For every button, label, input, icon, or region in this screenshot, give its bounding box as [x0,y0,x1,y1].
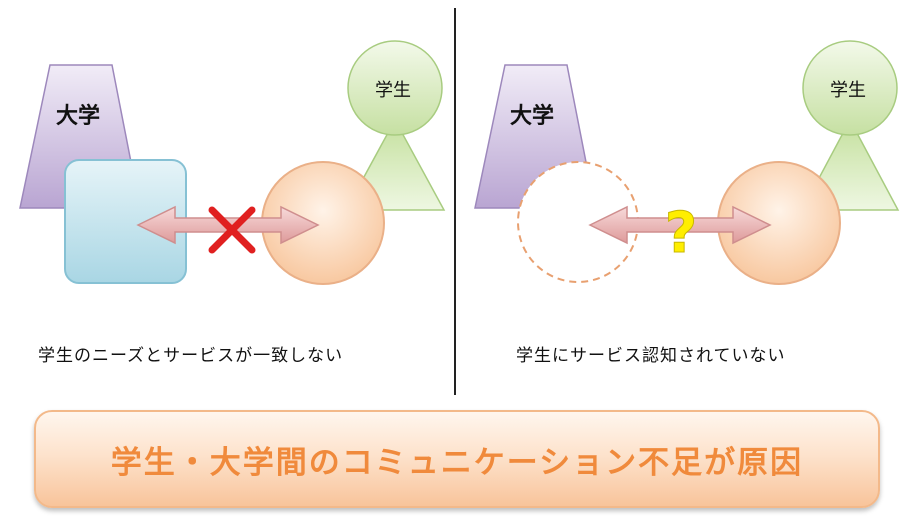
right-panel: ? [474,40,900,285]
left-caption: 学生のニーズとサービスが一致しない [38,346,344,366]
question-mark-icon: ? [665,201,697,266]
university-label: 大学 [510,104,555,129]
student-head [347,40,443,136]
student-label: 学生 [375,80,411,101]
cross-mark-icon [208,206,256,254]
conclusion-banner: 学生・大学間のコミュニケーション不足が原因 [34,410,880,508]
student-head [802,40,898,136]
right-caption: 学生にサービス認知されていない [516,346,786,366]
left-panel [19,40,446,285]
university-label: 大学 [56,104,101,129]
double-arrow [588,205,772,245]
conclusion-text: 学生・大学間のコミュニケーション不足が原因 [110,444,804,481]
student-label: 学生 [830,80,866,101]
